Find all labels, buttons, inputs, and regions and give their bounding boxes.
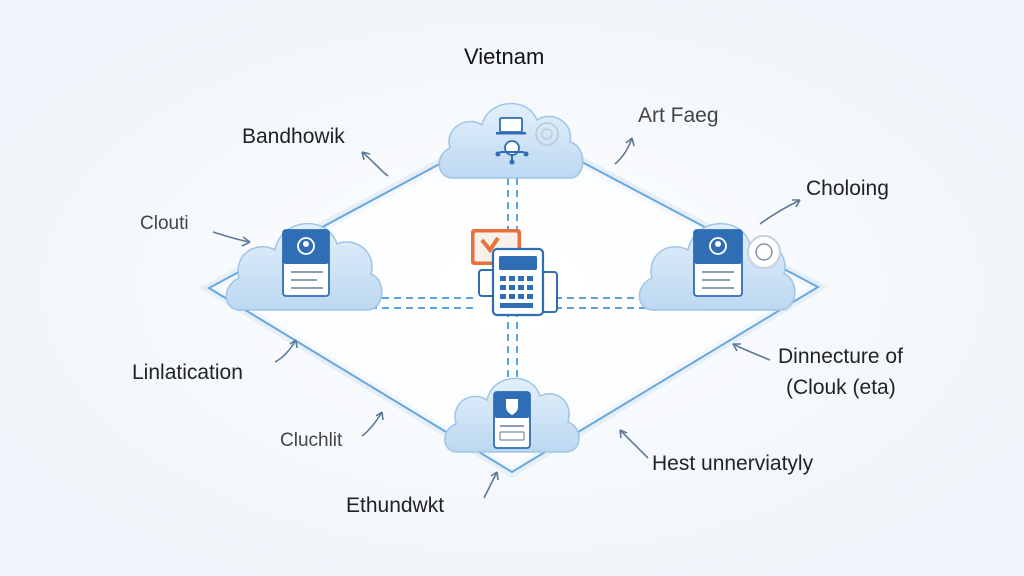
cloud-top [438, 103, 584, 179]
arrow-top-right [614, 137, 635, 165]
label-right-lower-2: (Clouk (eta) [786, 376, 896, 399]
arrow-bottom-right [619, 429, 649, 459]
label-bottom-left: Cluchlit [280, 430, 343, 451]
arrow-bottom-left [361, 411, 384, 437]
diagram-title: Vietnam [464, 44, 545, 69]
annotation-arrows [212, 137, 801, 499]
cloud-right [638, 222, 796, 311]
label-bottom-right: Hest unnerviatyly [652, 452, 814, 475]
arrow-top-left [361, 151, 389, 177]
arrow-left-lower [274, 339, 298, 363]
label-left-lower: Linlatication [132, 361, 243, 384]
cloud-bottom [444, 377, 580, 453]
arrow-right-lower [732, 343, 771, 361]
cloud-left [225, 222, 383, 311]
device-stack-icon [471, 229, 558, 317]
arrow-bottom [483, 471, 499, 499]
arrow-right-upper [759, 199, 801, 225]
label-bottom: Ethundwkt [346, 494, 445, 517]
user-card-icon [693, 229, 781, 297]
robot-server-icon [495, 117, 559, 165]
user-card-icon [282, 229, 330, 297]
label-top-left: Bandhowik [242, 125, 345, 148]
label-right-upper: Choloing [806, 177, 889, 200]
label-top-right: Art Faeg [638, 104, 719, 127]
label-left-upper: Clouti [140, 213, 189, 234]
arrow-left-upper [212, 231, 251, 247]
label-right-lower-1: Dinnecture of [778, 345, 903, 368]
shield-server-icon [493, 391, 531, 449]
